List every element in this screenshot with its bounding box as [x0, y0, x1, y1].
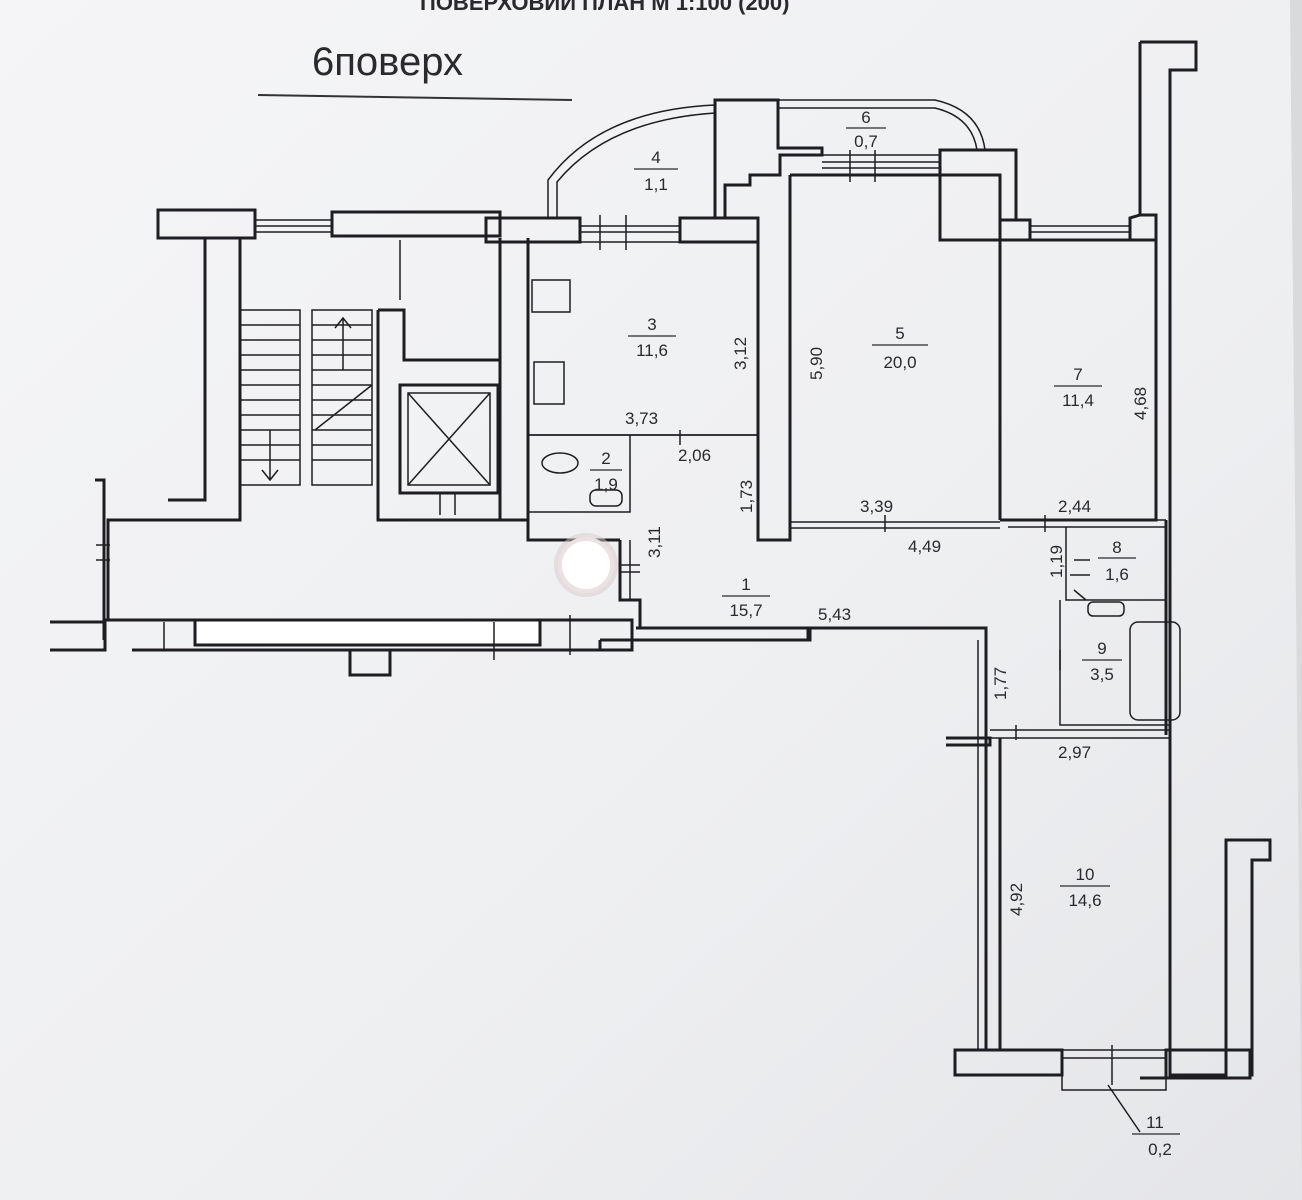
room-area: 11,4: [1062, 391, 1094, 410]
room-area: 1,1: [644, 175, 668, 194]
sink-icon: [533, 361, 565, 405]
room-label-9: 93,5: [1082, 639, 1122, 684]
room-label-8: 81,6: [1098, 538, 1136, 584]
room-number: 2: [601, 449, 610, 468]
bath-sink-icon: [1087, 601, 1125, 617]
dim-1-77: 1,77: [991, 667, 1010, 700]
dim-4-92: 4,92: [1007, 883, 1026, 916]
dim-3-73: 3,73: [625, 409, 658, 428]
room-number: 3: [647, 315, 656, 334]
room-number: 11: [1146, 1113, 1164, 1132]
room-label-5: 520,0: [872, 324, 928, 372]
dim-5-43: 5,43: [818, 605, 851, 624]
room-area: 0,7: [854, 132, 878, 151]
room-number: 7: [1073, 365, 1082, 384]
elevator-shaft: [407, 392, 491, 486]
room-label-10: 10 14,6: [1060, 865, 1110, 910]
room-number: 10: [1076, 865, 1095, 884]
toilet-icon: [541, 452, 579, 474]
room-label-2: 21,9: [590, 449, 622, 494]
room-labels: 115,7 21,9 311,6 41,1 520,0 60,7 711,4 8…: [590, 108, 1180, 1159]
dim-2-06: 2,06: [678, 446, 711, 465]
redaction-mark: [558, 537, 614, 593]
room-label-1: 115,7: [722, 575, 770, 620]
room-area: 15,7: [729, 601, 762, 620]
room-label-6: 60,7: [846, 108, 886, 151]
bathtub-icon: [1129, 621, 1181, 721]
floor-title: 6поверх: [312, 40, 463, 84]
washbasin-icon: [589, 489, 623, 507]
dim-5-90: 5,90: [807, 347, 826, 380]
room-area: 14,6: [1068, 891, 1101, 910]
room-area: 1,6: [1105, 565, 1129, 584]
dimension-labels: 3,12 3,73 2,06 1,73 5,90 3,39 4,49 4,68 …: [625, 337, 1150, 916]
staircase: [239, 309, 373, 486]
room-area: 0,2: [1148, 1140, 1172, 1159]
dim-2-97: 2,97: [1058, 743, 1091, 762]
stove-icon: [531, 279, 571, 313]
room-area: 20,0: [883, 353, 916, 372]
dim-4-49: 4,49: [908, 537, 941, 556]
room-number: 4: [651, 148, 660, 167]
plan-header: ПОВЕРХОВИЙ ПЛАН М 1:100 (200): [420, 0, 789, 15]
walls: [50, 40, 1272, 1133]
door-marks: [96, 150, 1090, 740]
dim-1-19: 1,19: [1047, 545, 1066, 578]
room-number: 8: [1112, 538, 1121, 557]
room-label-7: 711,4: [1054, 365, 1102, 410]
dim-3-12: 3,12: [731, 337, 750, 370]
room-number: 6: [861, 108, 870, 127]
fixtures: [531, 279, 1181, 721]
room-label-4: 41,1: [634, 148, 678, 194]
room-label-3: 311,6: [628, 315, 676, 360]
room-area: 1,9: [594, 475, 618, 494]
dim-2-44: 2,44: [1058, 497, 1091, 516]
dim-4-68: 4,68: [1131, 387, 1150, 420]
room-label-11: 110,2: [1132, 1113, 1180, 1159]
room-area: 3,5: [1090, 665, 1114, 684]
dim-3-11: 3,11: [645, 526, 664, 558]
title-underline: [257, 94, 573, 101]
dim-3-39: 3,39: [860, 497, 893, 516]
room-number: 1: [741, 575, 750, 594]
room-number: 5: [895, 324, 904, 343]
room-number: 9: [1097, 639, 1106, 658]
dim-1-73: 1,73: [737, 480, 756, 513]
room-area: 11,6: [636, 341, 668, 360]
